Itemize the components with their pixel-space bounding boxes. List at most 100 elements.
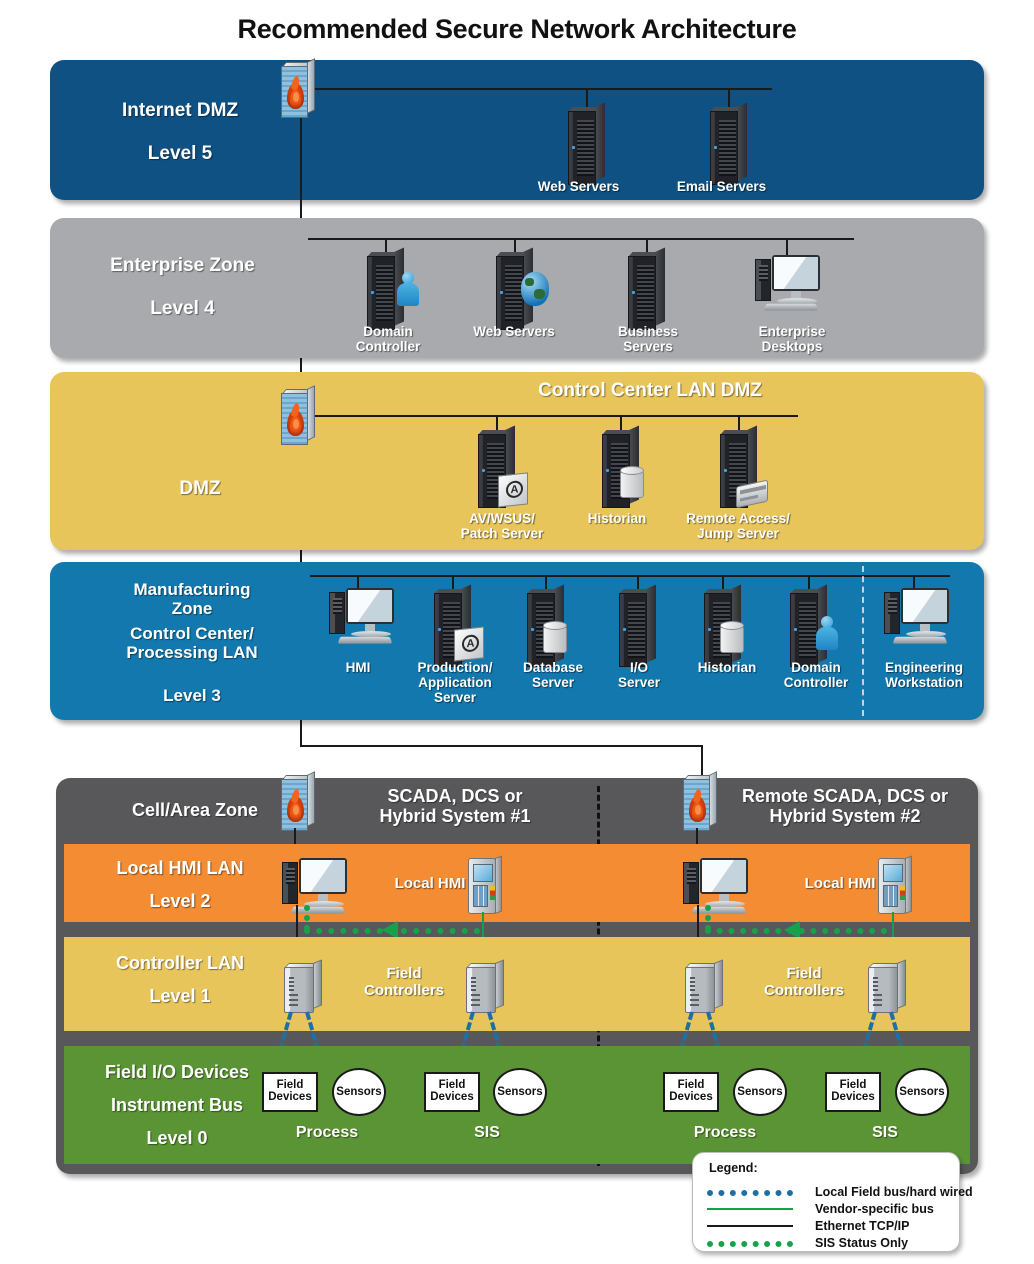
ethernet-bus-dmz bbox=[312, 415, 798, 417]
sensors-node[interactable]: Sensors bbox=[733, 1068, 787, 1116]
scada-system-2-title: Remote SCADA, DCS or Hybrid System #2 bbox=[741, 786, 949, 827]
drop-hmi-l3 bbox=[357, 575, 359, 591]
group-label-process-1: Process bbox=[295, 1124, 359, 1141]
firewall-icon[interactable] bbox=[683, 771, 717, 831]
zone-cell-area-name: Cell/Area Zone bbox=[131, 800, 259, 820]
node-label-av-wsus-patch-server: AV/WSUS/ Patch Server bbox=[460, 511, 544, 541]
server-rack-user-icon[interactable] bbox=[790, 584, 828, 667]
legend-swatch-green-dotted bbox=[707, 1241, 793, 1247]
node-label-historian-dmz: Historian bbox=[587, 511, 647, 526]
field-devices-box[interactable]: Field Devices bbox=[262, 1072, 318, 1112]
drop-production-app-server bbox=[452, 575, 454, 591]
desktop-workstation-icon[interactable] bbox=[884, 588, 954, 650]
drop-database-server bbox=[545, 575, 547, 591]
legend-row-local-field-bus: Local Field bus/hard wired bbox=[707, 1185, 973, 1199]
user-badge-icon bbox=[816, 616, 838, 650]
zone-enterprise-level: Level 4 bbox=[150, 298, 215, 319]
firewall-icon[interactable] bbox=[281, 58, 315, 118]
node-label-engineering-workstation: Engineering Workstation bbox=[884, 660, 963, 690]
drop-web-servers-l5 bbox=[586, 88, 588, 108]
legend-row-vendor-bus: Vendor-specific bus bbox=[707, 1202, 947, 1216]
sis-status-arrow-cell1 bbox=[382, 921, 398, 939]
ethernet-bus-level4 bbox=[308, 238, 854, 240]
legend-row-ethernet: Ethernet TCP/IP bbox=[707, 1219, 947, 1233]
desktop-workstation-icon[interactable] bbox=[282, 858, 352, 920]
server-rack-icon[interactable] bbox=[568, 102, 606, 185]
group-label-process-2: Process bbox=[693, 1124, 757, 1141]
legend: Legend: Local Field bus/hard wired Vendo… bbox=[692, 1152, 973, 1252]
node-label-remote-access-jump-server: Remote Access/ Jump Server bbox=[686, 511, 790, 541]
antivirus-badge-icon: A bbox=[454, 626, 484, 662]
ethernet-ws-to-controller-cell1 bbox=[296, 905, 298, 967]
firewall-front-face bbox=[281, 66, 308, 118]
node-label-historian-l3: Historian bbox=[697, 660, 757, 675]
field-controller-icon[interactable] bbox=[284, 959, 322, 1013]
field-controller-icon[interactable] bbox=[466, 959, 504, 1013]
drop-email-servers-l5 bbox=[728, 88, 730, 108]
zone-manufacturing-lan: Control Center/ Processing LAN bbox=[126, 624, 258, 663]
user-badge-icon bbox=[397, 272, 419, 306]
server-rack-icon[interactable] bbox=[628, 247, 666, 330]
zone-dmz bbox=[50, 372, 984, 550]
drop-business-servers-l4 bbox=[646, 238, 648, 256]
field-controller-icon[interactable] bbox=[685, 959, 723, 1013]
node-label-hmi-l3: HMI bbox=[345, 660, 371, 675]
zone-manufacturing-level: Level 3 bbox=[163, 686, 221, 705]
page-title: Recommended Secure Network Architecture bbox=[237, 14, 797, 44]
database-badge-icon bbox=[720, 621, 744, 655]
group-label-sis-1: SIS bbox=[474, 1124, 500, 1141]
drop-historian-l3 bbox=[722, 575, 724, 591]
desktop-workstation-icon[interactable] bbox=[683, 858, 753, 920]
ethernet-bus-level3 bbox=[310, 575, 950, 577]
sis-status-riser-cell1 bbox=[304, 905, 310, 931]
node-label-email-servers-l5: Email Servers bbox=[676, 179, 767, 194]
zone-enterprise-name: Enterprise Zone bbox=[110, 255, 255, 276]
node-label-local-hmi-1: Local HMI bbox=[394, 875, 466, 892]
band-field-io-level: Level 0 bbox=[146, 1128, 208, 1148]
sensors-node[interactable]: Sensors bbox=[895, 1068, 949, 1116]
node-label-production-app-server: Production/ Application Server bbox=[417, 660, 493, 705]
field-devices-box[interactable]: Field Devices bbox=[424, 1072, 480, 1112]
ethernet-trunk-horizontal bbox=[300, 745, 703, 747]
drop-io-server bbox=[637, 575, 639, 591]
server-rack-icon[interactable] bbox=[619, 584, 657, 667]
server-rack-globe-icon[interactable] bbox=[496, 247, 534, 330]
desktop-workstation-icon[interactable] bbox=[329, 588, 399, 650]
globe-badge-icon bbox=[521, 272, 549, 306]
local-hmi-panel-icon[interactable] bbox=[878, 855, 912, 914]
node-label-web-servers-l5: Web Servers bbox=[537, 179, 620, 194]
sis-status-riser-cell2 bbox=[705, 905, 711, 931]
sensors-node[interactable]: Sensors bbox=[493, 1068, 547, 1116]
node-label-field-controllers-2: Field Controllers bbox=[763, 965, 844, 999]
node-label-field-controllers-1: Field Controllers bbox=[363, 965, 444, 999]
firewall-icon[interactable] bbox=[281, 385, 315, 445]
flame-icon bbox=[287, 410, 304, 436]
node-label-local-hmi-2: Local HMI bbox=[804, 875, 876, 892]
ethernet-ws-to-controller-cell2 bbox=[697, 905, 699, 967]
sis-status-arrow-cell2 bbox=[784, 921, 800, 939]
legend-swatch-blue-dotted bbox=[707, 1190, 793, 1196]
desktop-workstation-icon[interactable] bbox=[755, 255, 825, 317]
legend-label-vendor-bus: Vendor-specific bus bbox=[815, 1202, 934, 1216]
field-devices-box[interactable]: Field Devices bbox=[663, 1072, 719, 1112]
zone-internet-dmz-name: Internet DMZ bbox=[121, 100, 239, 121]
flame-icon bbox=[287, 83, 304, 109]
flame-icon bbox=[689, 796, 706, 822]
legend-title: Legend: bbox=[709, 1161, 758, 1175]
server-rack-icon[interactable] bbox=[710, 102, 748, 185]
node-label-business-servers-l4: Business Servers bbox=[617, 324, 679, 354]
band-controller-lan-name: Controller LAN bbox=[116, 953, 244, 973]
sensors-node[interactable]: Sensors bbox=[332, 1068, 386, 1116]
local-hmi-panel-icon[interactable] bbox=[468, 855, 502, 914]
band-controller-lan-level: Level 1 bbox=[149, 986, 211, 1006]
field-controller-icon[interactable] bbox=[868, 959, 906, 1013]
legend-label-sis-status: SIS Status Only bbox=[815, 1236, 909, 1250]
firewall-icon[interactable] bbox=[281, 771, 315, 831]
ethernet-trunk-right-down bbox=[701, 745, 703, 775]
field-devices-box[interactable]: Field Devices bbox=[825, 1072, 881, 1112]
legend-row-sis-status: SIS Status Only bbox=[707, 1236, 947, 1250]
band-field-io-bus: Instrument Bus bbox=[110, 1095, 243, 1115]
node-label-io-server: I/O Server bbox=[617, 660, 661, 690]
server-rack-user-icon[interactable] bbox=[367, 247, 405, 330]
